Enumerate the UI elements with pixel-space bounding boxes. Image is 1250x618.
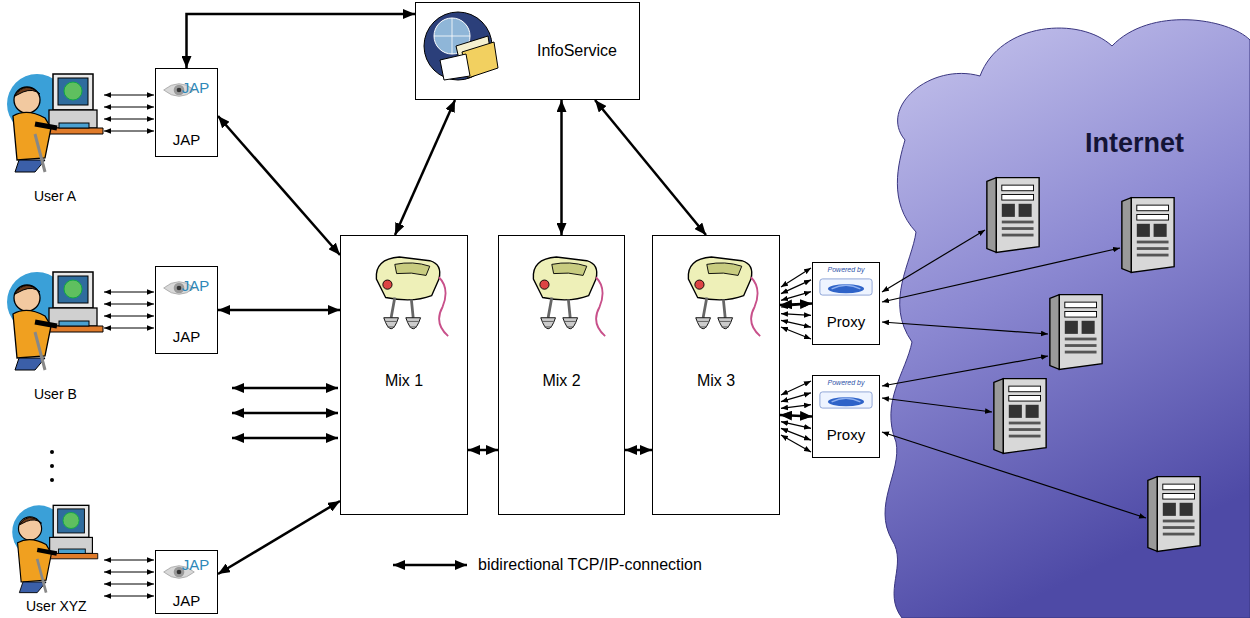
user-icon xyxy=(12,505,98,592)
proxy-channel xyxy=(781,435,811,452)
service-name: InfoService xyxy=(537,42,617,60)
proxy-channel xyxy=(781,280,811,294)
tcp-connection xyxy=(595,100,706,235)
box-label: JAP xyxy=(173,328,201,345)
server-icon xyxy=(1050,295,1102,370)
mix-box: Mix 3 xyxy=(652,235,780,515)
tcp-connection xyxy=(218,309,340,312)
server-icon xyxy=(1122,198,1174,273)
proxy-channel xyxy=(781,415,811,417)
server-icon xyxy=(987,178,1039,253)
user-label: User B xyxy=(34,386,77,402)
jap-box: JAP JAP xyxy=(155,266,218,354)
tcp-connection xyxy=(187,14,416,68)
tcp-connection xyxy=(560,100,563,235)
proxy-channel xyxy=(781,327,811,339)
squid-logo xyxy=(820,279,872,295)
box-label: JAP xyxy=(173,592,201,609)
user-label: User A xyxy=(34,188,76,204)
jap-box: JAP JAP xyxy=(155,68,218,157)
proxy-channel xyxy=(781,320,811,327)
proxy-channel xyxy=(781,422,811,429)
internet-cloud xyxy=(885,20,1250,618)
other-user-links xyxy=(232,388,338,438)
mix-icon xyxy=(376,257,448,336)
proxy-box: Powered by Proxy xyxy=(812,262,880,345)
tcp-connection xyxy=(218,116,340,255)
legend-sample xyxy=(393,564,467,567)
box-label: Mix 3 xyxy=(697,372,735,390)
legend-text: bidirectional TCP/IP-connection xyxy=(478,556,702,574)
proxy-channel xyxy=(781,381,811,395)
box-label: JAP xyxy=(173,131,201,148)
infoservice-icon xyxy=(424,12,498,80)
user-icon xyxy=(7,74,103,172)
squid-logo xyxy=(820,392,872,408)
region-label: Internet xyxy=(1085,128,1184,159)
mix-icon xyxy=(533,257,605,336)
logo-text: JAP xyxy=(182,277,210,294)
proxy-channel xyxy=(781,393,811,402)
box-label: Mix 1 xyxy=(385,372,423,390)
mix-icon xyxy=(688,257,760,336)
proxy-channel xyxy=(781,405,811,409)
server-links xyxy=(882,230,1146,518)
server-icon xyxy=(1148,477,1200,552)
proxy-channel xyxy=(781,304,811,308)
tcp-connection xyxy=(625,449,652,452)
jap-box: JAP JAP xyxy=(155,550,218,614)
logo-text: Powered by xyxy=(828,266,865,273)
tcp-connection xyxy=(468,449,498,452)
box-label: Mix 2 xyxy=(542,372,580,390)
user-icon xyxy=(7,272,103,370)
proxy-channel xyxy=(781,314,811,316)
proxy-box: Powered by Proxy xyxy=(812,375,880,458)
proxy-channel xyxy=(781,268,811,287)
tcp-connection xyxy=(395,100,455,235)
proxy-channel xyxy=(781,292,811,301)
user-jap-links xyxy=(104,95,154,596)
infoservice-box: InfoService xyxy=(415,2,640,100)
logo-text: Powered by xyxy=(828,379,865,386)
box-label: Proxy xyxy=(827,313,865,330)
logo-text: JAP xyxy=(182,79,210,96)
ellipsis-dots xyxy=(50,450,54,482)
mix-box: Mix 1 xyxy=(340,235,468,515)
tcp-connection xyxy=(218,501,340,574)
box-label: Proxy xyxy=(827,426,865,443)
logo-text: JAP xyxy=(182,556,210,573)
tcp-connection xyxy=(780,415,812,417)
proxy-channel xyxy=(781,428,811,440)
user-label: User XYZ xyxy=(26,598,87,614)
server-icon xyxy=(994,379,1046,454)
mix-box: Mix 2 xyxy=(498,235,625,515)
